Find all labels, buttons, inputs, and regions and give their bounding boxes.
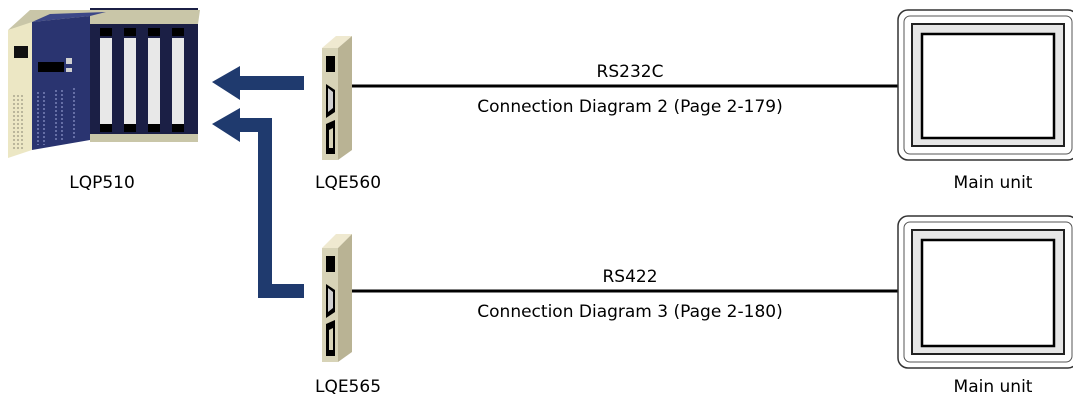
module-b-label: LQE565 bbox=[314, 377, 382, 397]
main-unit-b-label: Main unit bbox=[953, 377, 1033, 397]
module-a-label: LQE560 bbox=[314, 173, 382, 193]
cpu-label: LQP510 bbox=[69, 173, 135, 193]
rs422-diagram-reference: Connection Diagram 3 (Page 2-180) bbox=[477, 302, 783, 322]
plc-cpu-icon bbox=[8, 8, 200, 158]
rs232c-diagram-reference: Connection Diagram 2 (Page 2-179) bbox=[477, 97, 783, 117]
touch-panel-icon bbox=[897, 215, 1073, 369]
rs232c-protocol-label: RS232C bbox=[596, 62, 664, 82]
link-arrows bbox=[212, 66, 304, 298]
serial-module-icon bbox=[322, 36, 352, 160]
upper-arrow-icon bbox=[212, 66, 304, 100]
serial-module-icon bbox=[322, 234, 352, 362]
rs422-protocol-label: RS422 bbox=[602, 267, 658, 287]
main-unit-a-label: Main unit bbox=[953, 173, 1033, 193]
lower-arrow-icon bbox=[212, 108, 304, 298]
touch-panel-icon bbox=[897, 9, 1073, 161]
